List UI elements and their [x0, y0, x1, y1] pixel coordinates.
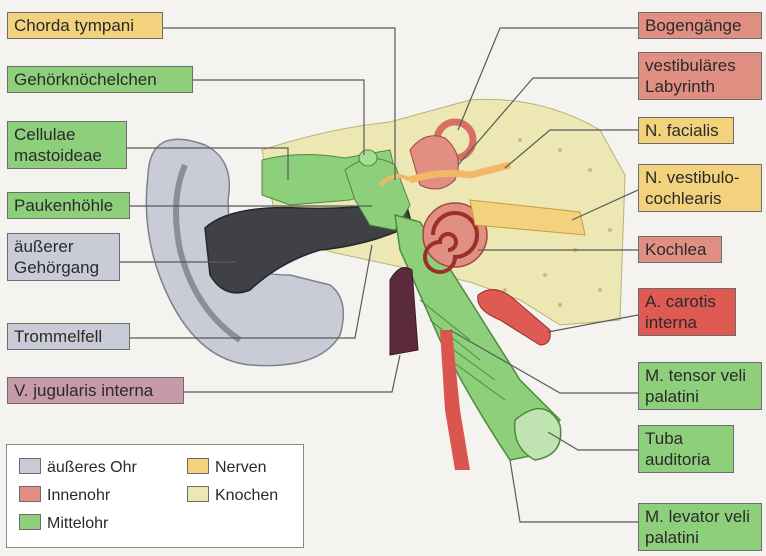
legend: äußeres Ohr Innenohr Mittelohr Nerven Kn…: [6, 444, 304, 548]
legend-label: Nerven: [215, 459, 267, 476]
ossicles: [359, 150, 377, 166]
label-cellulae-mastoideae: Cellulae mastoideae: [7, 121, 127, 169]
legend-swatch-middle: [19, 514, 41, 530]
label-vestibulaeres-labyrinth: vestibuläres Labyrinth: [638, 52, 762, 100]
label-kochlea: Kochlea: [638, 236, 722, 263]
label-chorda-tympani: Chorda tympani: [7, 12, 163, 39]
label-m-levator-veli-palatini: M. levator veli palatini: [638, 503, 762, 551]
label-m-tensor-veli-palatini: M. tensor veli palatini: [638, 362, 762, 410]
label-n-facialis: N. facialis: [638, 117, 734, 144]
legend-label: Knochen: [215, 487, 278, 504]
legend-swatch-bone: [187, 486, 209, 502]
label-gehoerknoechelchen: Gehörknöchelchen: [7, 66, 193, 93]
legend-label: äußeres Ohr: [47, 459, 137, 476]
legend-swatch-nerve: [187, 458, 209, 474]
legend-item-knochen: Knochen: [187, 485, 278, 507]
label-n-vestibulocochlearis: N. vestibulo- cochlearis: [638, 164, 762, 212]
label-tuba-auditoria: Tuba auditoria: [638, 425, 734, 473]
legend-item-nerven: Nerven: [187, 457, 267, 479]
legend-item-aeusseres-ohr: äußeres Ohr: [19, 457, 137, 479]
legend-label: Innenohr: [47, 487, 110, 504]
legend-swatch-outer: [19, 458, 41, 474]
legend-swatch-inner: [19, 486, 41, 502]
legend-item-innenohr: Innenohr: [19, 485, 110, 507]
label-aeusserer-gehoergang: äußerer Gehörgang: [7, 233, 120, 281]
label-v-jugularis-interna: V. jugularis interna: [7, 377, 184, 404]
legend-item-mittelohr: Mittelohr: [19, 513, 108, 535]
label-a-carotis-interna: A. carotis interna: [638, 288, 736, 336]
label-bogengaenge: Bogengänge: [638, 12, 762, 39]
label-paukenhoehle: Paukenhöhle: [7, 192, 130, 219]
label-trommelfell: Trommelfell: [7, 323, 130, 350]
legend-label: Mittelohr: [47, 515, 108, 532]
